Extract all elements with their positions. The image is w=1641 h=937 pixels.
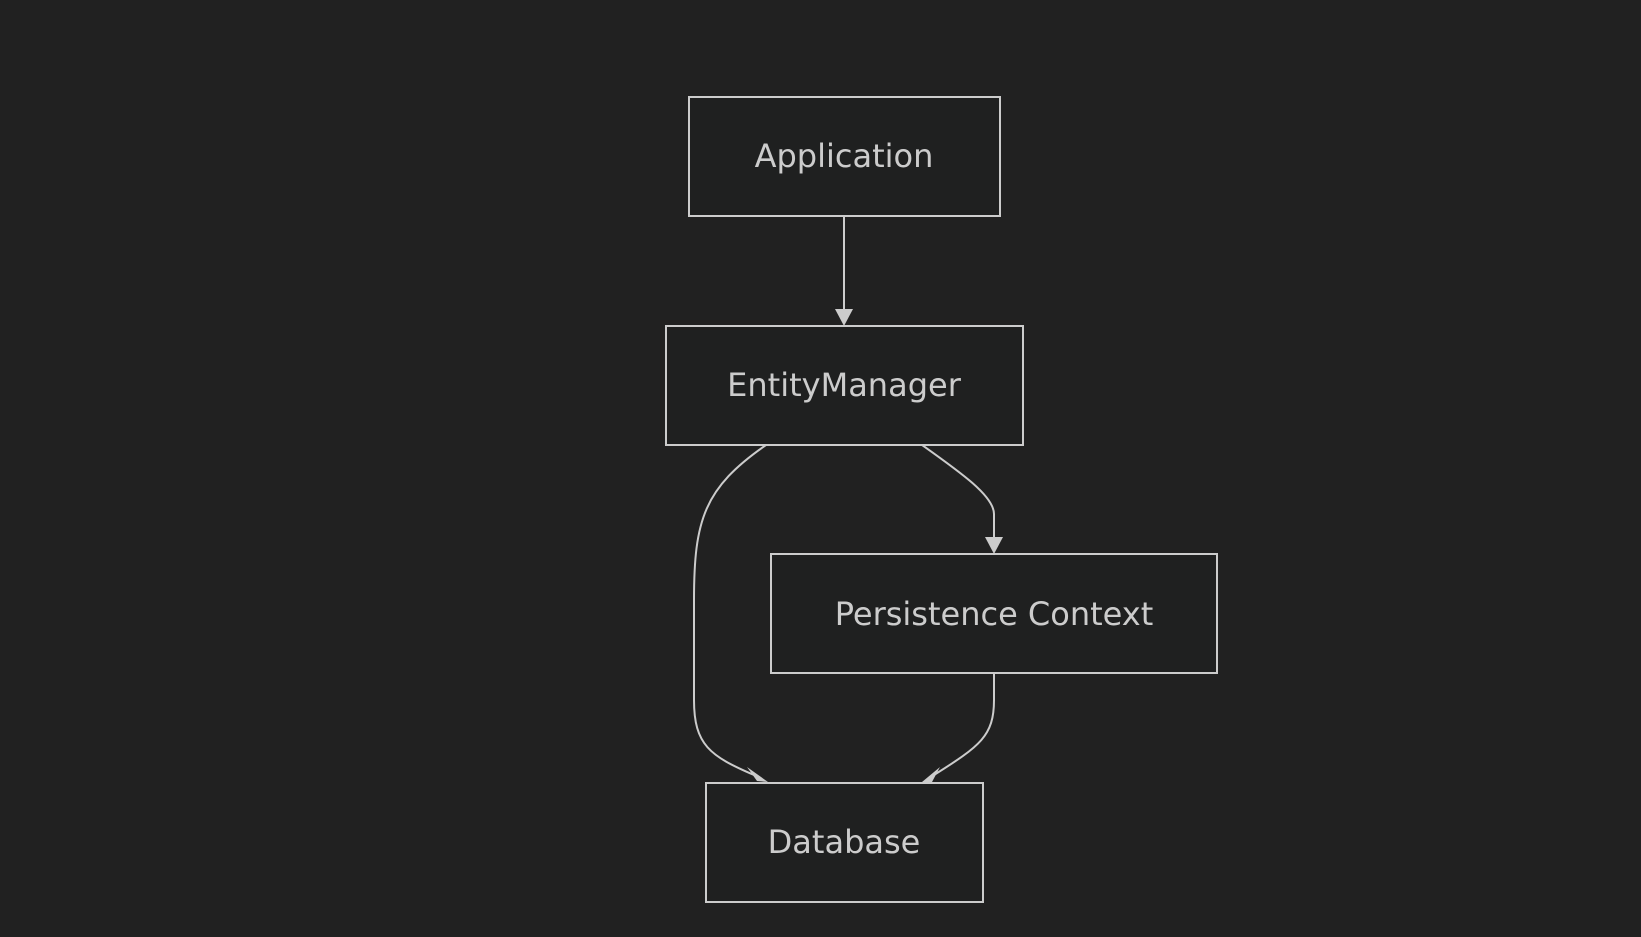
edge-application-to-entitymanager bbox=[835, 216, 853, 326]
edge-persistence-context-to-database bbox=[922, 673, 995, 782]
node-label: Persistence Context bbox=[835, 595, 1154, 633]
node-persistence-context[interactable]: Persistence Context bbox=[770, 553, 1218, 674]
node-label: EntityManager bbox=[727, 366, 962, 404]
node-entitymanager[interactable]: EntityManager bbox=[665, 325, 1024, 446]
edges bbox=[693, 216, 1003, 782]
edge-entitymanager-to-database bbox=[693, 444, 768, 782]
node-label: Application bbox=[755, 137, 934, 175]
node-label: Database bbox=[768, 823, 921, 861]
node-application[interactable]: Application bbox=[688, 96, 1001, 217]
node-database[interactable]: Database bbox=[705, 782, 984, 903]
edge-entitymanager-to-persistence-context bbox=[921, 444, 1003, 554]
